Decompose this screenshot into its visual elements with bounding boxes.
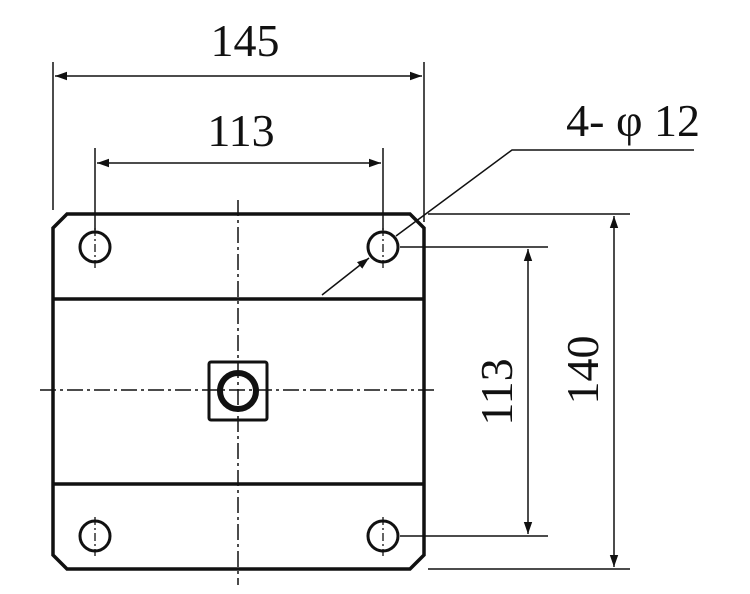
hole-callout-label: 4- φ 12: [566, 95, 700, 146]
plate-outline: [51, 212, 426, 571]
center-boss-square: [207, 360, 269, 422]
mounting-hole-bottom-right: [366, 517, 400, 556]
dim-label-hole-spacing-y: 113: [471, 358, 522, 425]
hole-callout-arrow: [321, 257, 370, 296]
dim-label-overall-width: 145: [211, 15, 280, 66]
mounting-hole-bottom-left: [78, 517, 112, 556]
dim-label-hole-spacing-x: 113: [207, 105, 274, 156]
center-boss-circle: [217, 370, 259, 412]
mounting-hole-top-left: [78, 228, 112, 268]
dim-label-overall-height: 140: [557, 336, 608, 405]
hole-callout-leader: [395, 149, 694, 237]
mounting-hole-top-right: [366, 228, 400, 268]
